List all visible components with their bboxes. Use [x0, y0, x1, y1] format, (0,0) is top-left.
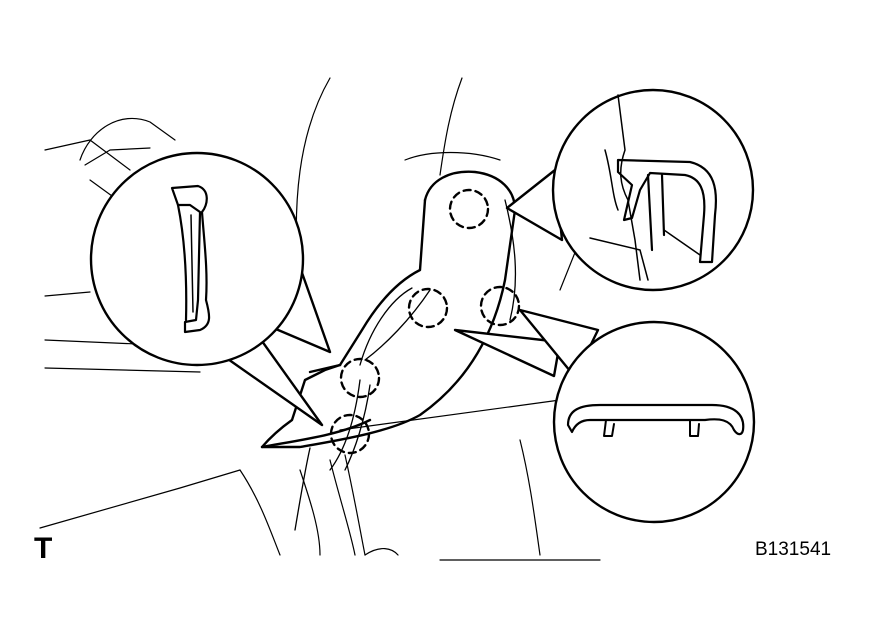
view-marker-label: T: [34, 532, 53, 565]
background-lines: [39, 77, 601, 561]
clip-marker-bottom: [329, 413, 371, 455]
detail-callout-left: [89, 151, 332, 427]
trim-panel: [260, 170, 517, 449]
clip-marker-top: [448, 188, 490, 230]
detail-callout-bottom-right: [453, 308, 756, 524]
panel-detail-lines: [294, 199, 517, 531]
clip-marker-left: [339, 357, 381, 399]
clip-markers: [329, 188, 521, 455]
figure-id-label: B131541: [755, 539, 832, 560]
detail-callout-top-right: [505, 88, 755, 292]
clip-marker-middle-right: [479, 285, 521, 327]
clip-marker-middle-left: [407, 287, 449, 329]
